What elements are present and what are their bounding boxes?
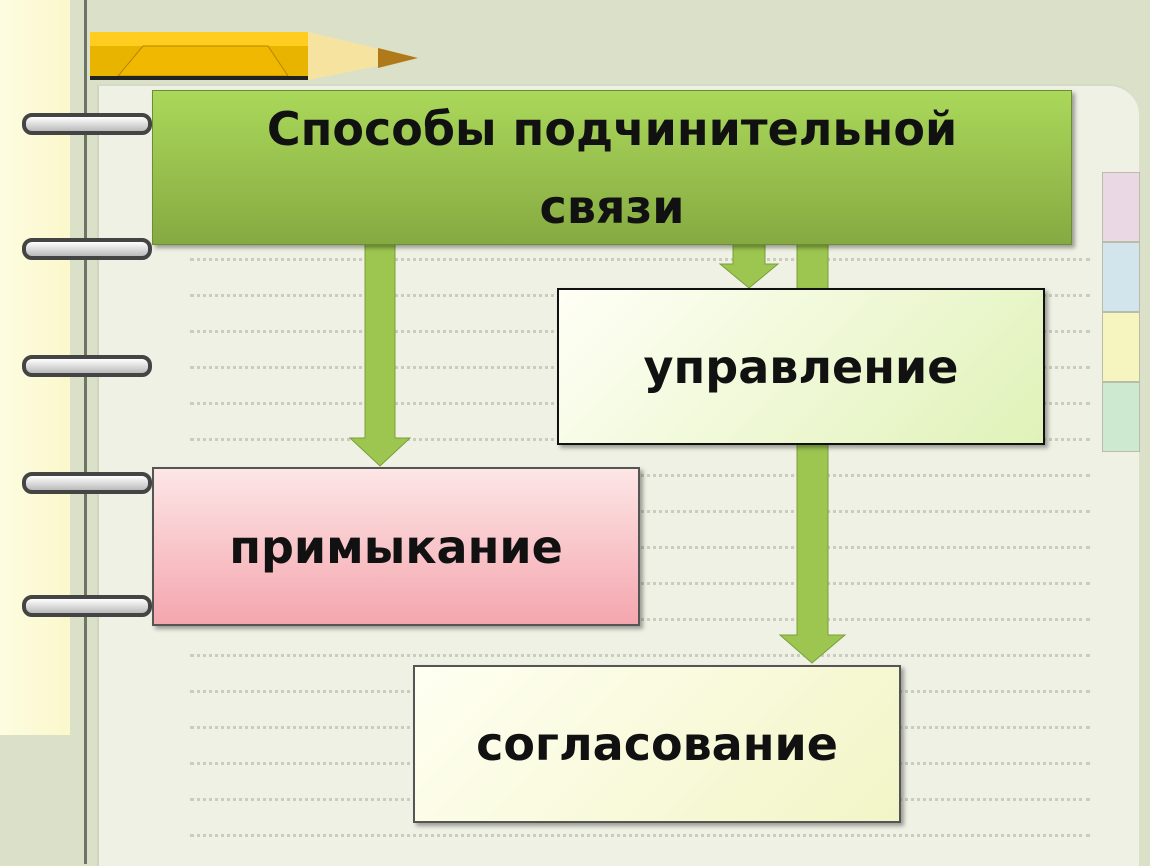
dotted-line (190, 258, 1090, 261)
dotted-line (190, 618, 1090, 621)
binder-ring (22, 472, 152, 494)
binder-ring (22, 238, 152, 260)
title-line2: связи (539, 179, 685, 234)
node-label: управление (643, 339, 959, 394)
arrow-to-primykanie (348, 242, 412, 467)
binder-ring (22, 113, 152, 135)
dotted-line (190, 582, 1090, 585)
title-line1: Способы подчинительной (266, 101, 958, 156)
title-box: Способы подчинительной связи (152, 90, 1072, 245)
dotted-line (190, 546, 1090, 549)
tab-green (1102, 382, 1140, 452)
node-label: примыкание (229, 519, 563, 574)
node-label: согласование (476, 717, 838, 771)
tab-blue (1102, 242, 1140, 312)
tab-yellow (1102, 312, 1140, 382)
binder-ring (22, 355, 152, 377)
arrow-to-upravlenie (718, 242, 780, 289)
dotted-line (190, 654, 1090, 657)
tab-pink (1102, 172, 1140, 242)
notebook-spine (84, 0, 87, 864)
binder-ring (22, 595, 152, 617)
dotted-line (190, 474, 1090, 477)
node-upravlenie: управление (557, 288, 1045, 445)
node-soglasovanie: согласование (413, 665, 901, 823)
pencil-icon (90, 32, 418, 80)
dotted-line (190, 510, 1090, 513)
node-primykanie: примыкание (152, 467, 640, 626)
dotted-line (190, 834, 1090, 837)
